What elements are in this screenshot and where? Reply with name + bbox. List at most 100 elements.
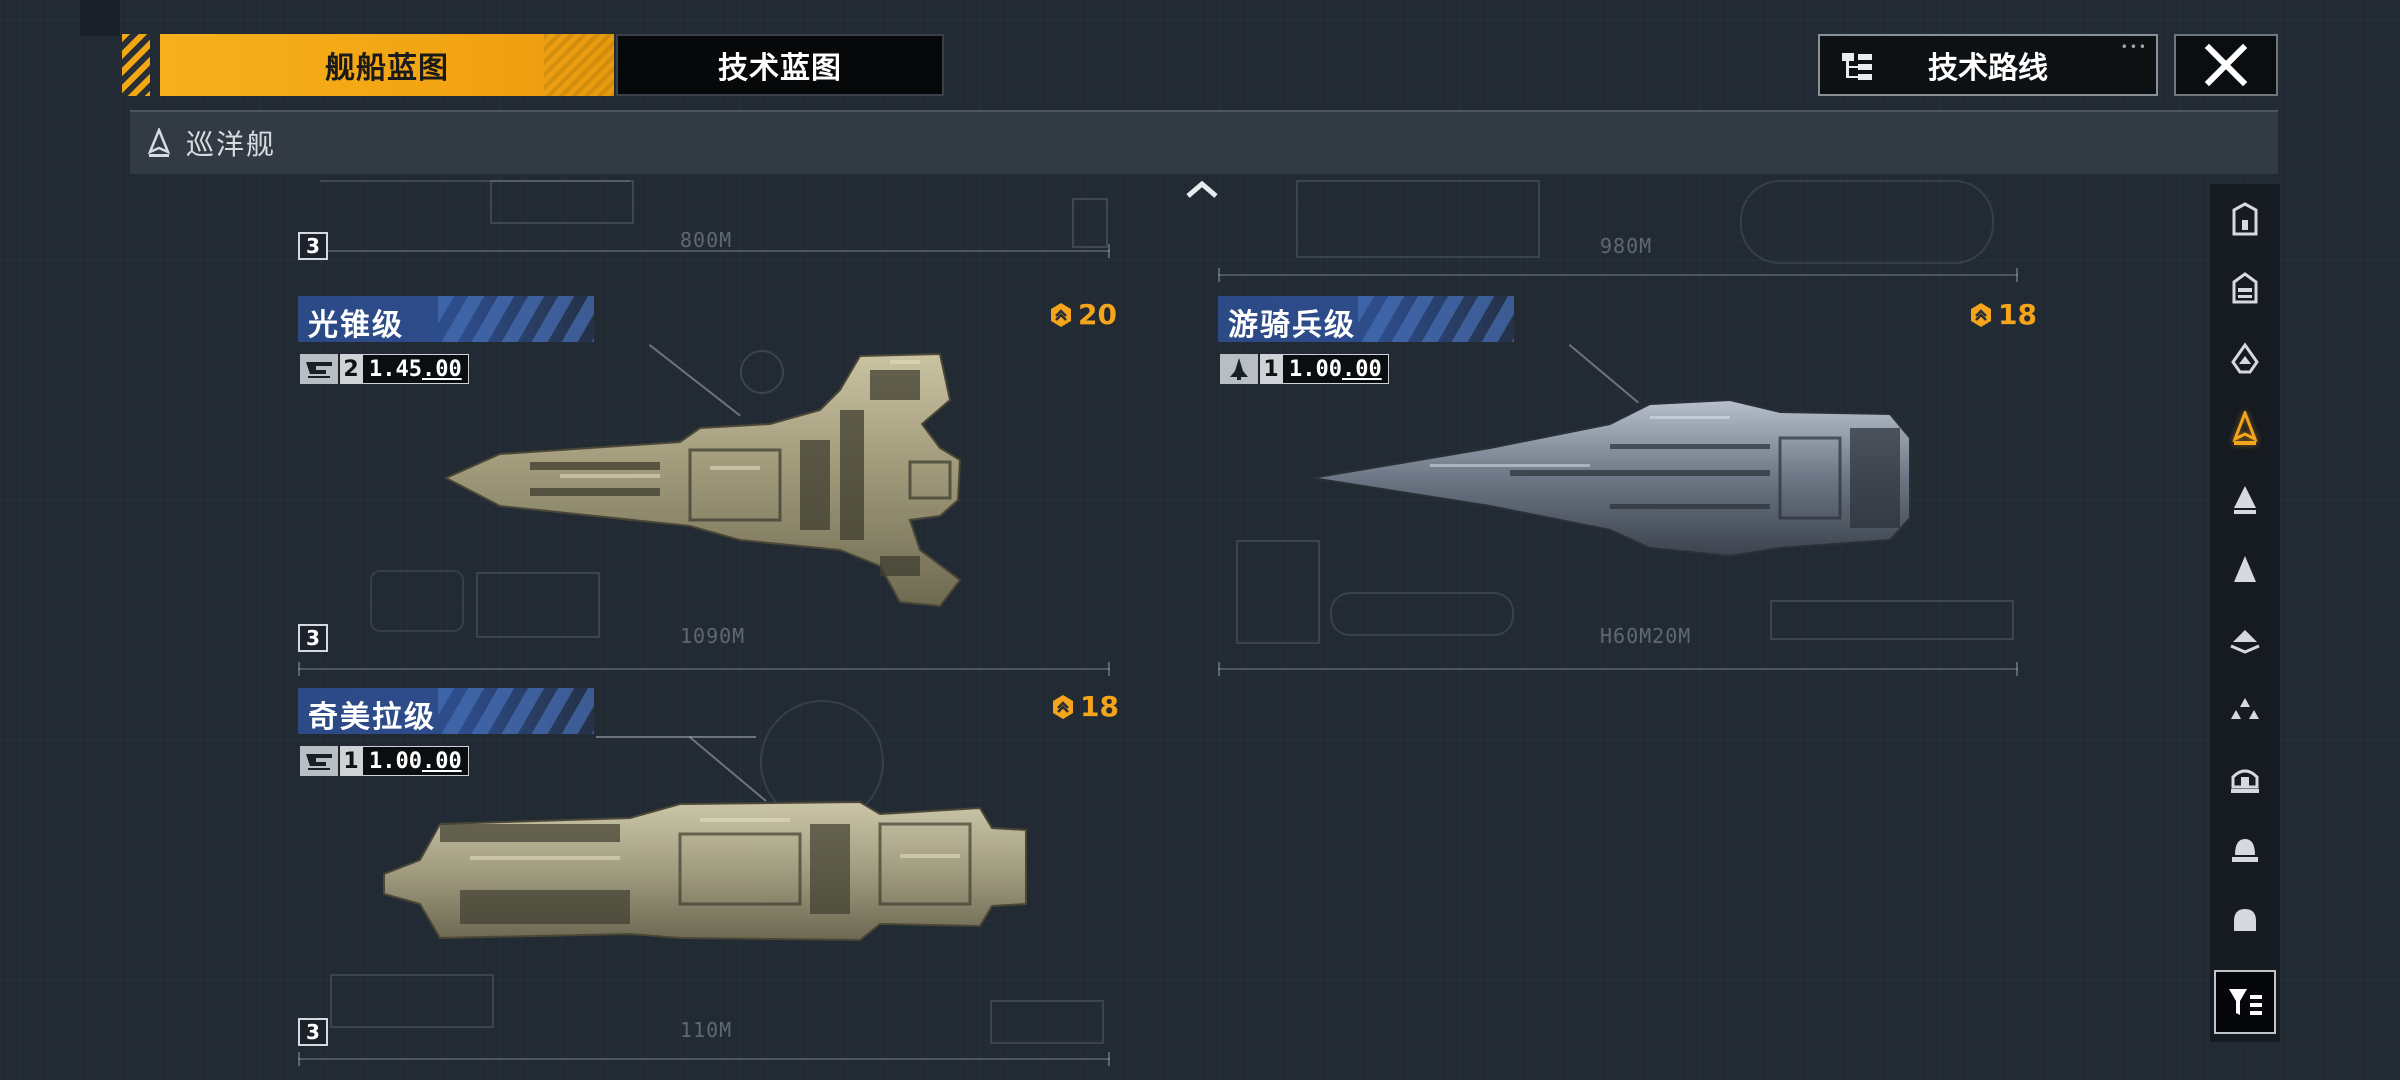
blueprint-length-label: 800M bbox=[680, 228, 733, 252]
blueprint-sketch-line bbox=[740, 350, 784, 394]
blueprint-sketch-line bbox=[490, 180, 634, 224]
blueprint-length-label: 980M bbox=[1600, 234, 1653, 258]
ship-ratio-suffix: .00 bbox=[421, 356, 462, 382]
ship-cost: 18 bbox=[1050, 690, 1119, 723]
fighter-icon bbox=[2231, 698, 2259, 719]
tech-tree-icon bbox=[1842, 53, 1872, 80]
ship-ratio-value: 1.00 bbox=[1289, 356, 1342, 382]
blueprint-sketch-line bbox=[1330, 592, 1514, 636]
cruiser-class-icon bbox=[147, 128, 171, 157]
ship-name-tag: 奇美拉级 bbox=[298, 688, 594, 734]
blueprint-sketch-line bbox=[1236, 540, 1320, 644]
top-bar: 舰船蓝图 技术蓝图 技术路线 ••• bbox=[122, 34, 2278, 96]
blueprint-length-label: 110M bbox=[680, 1018, 733, 1042]
sidebar-item-station[interactable] bbox=[2218, 822, 2272, 876]
sidebar-item-battlecruiser[interactable] bbox=[2218, 332, 2272, 386]
close-button[interactable] bbox=[2174, 34, 2278, 96]
level-badge: 3 bbox=[298, 232, 328, 260]
ship-card[interactable]: 光锥级 20 2 1.45.00 bbox=[298, 296, 1117, 416]
rocket-icon bbox=[1220, 354, 1258, 384]
blueprint-sketch-line bbox=[1740, 180, 1994, 264]
swept-wing-icon bbox=[300, 354, 338, 384]
ship-ratio: 1.45.00 bbox=[362, 354, 469, 384]
battleship-icon bbox=[2232, 272, 2258, 304]
ship-ratio-suffix: .00 bbox=[1341, 356, 1382, 382]
sidebar-item-carrier[interactable] bbox=[2218, 192, 2272, 246]
carrier-icon bbox=[2232, 202, 2258, 236]
command-point-icon bbox=[1053, 694, 1073, 719]
sidebar-item-frigate[interactable] bbox=[2218, 542, 2272, 596]
scroll-up-chevron-icon[interactable] bbox=[1182, 176, 1222, 204]
level-badge: 3 bbox=[298, 624, 328, 652]
cruiser-icon bbox=[2232, 411, 2258, 445]
sidebar-item-fighter[interactable] bbox=[2218, 682, 2272, 736]
ship-ratio-suffix: .00 bbox=[421, 748, 462, 774]
sidebar-item-cruiser[interactable] bbox=[2218, 402, 2272, 456]
close-icon bbox=[2204, 43, 2248, 87]
leader-line bbox=[596, 736, 756, 738]
ship-class-sidebar bbox=[2210, 184, 2280, 1042]
category-label: 巡洋舰 bbox=[186, 128, 277, 161]
blueprint-frame bbox=[298, 560, 1110, 676]
command-point-icon bbox=[1971, 302, 1991, 327]
level-badge: 3 bbox=[298, 1018, 328, 1046]
ship-level: 2 bbox=[338, 354, 362, 384]
tech-route-label: 技术路线 bbox=[1928, 51, 2048, 86]
ship-name: 游骑兵级 bbox=[1228, 308, 1356, 342]
sidebar-item-battleship[interactable] bbox=[2218, 262, 2272, 316]
blueprint-frame-top-right bbox=[1218, 180, 2018, 282]
blueprint-sketch-line bbox=[330, 974, 494, 1028]
ship-card[interactable]: 奇美拉级 18 1 1.00.00 bbox=[298, 688, 1119, 808]
ship-stat: 1 1.00.00 bbox=[300, 746, 469, 776]
ship-model-chimera bbox=[383, 800, 1027, 942]
ship-level: 1 bbox=[1258, 354, 1282, 384]
sidebar-item-auxiliary[interactable] bbox=[2218, 752, 2272, 806]
tab-ship-blueprint-label: 舰船蓝图 bbox=[325, 51, 449, 86]
battlecruiser-icon bbox=[2231, 342, 2259, 374]
ship-ratio-value: 1.00 bbox=[369, 748, 422, 774]
command-point-icon bbox=[1051, 302, 1071, 327]
ship-name-tag: 光锥级 bbox=[298, 296, 594, 342]
ship-cost-value: 18 bbox=[1080, 690, 1119, 723]
blueprint-frame bbox=[1218, 560, 2018, 676]
blueprint-length-label: H60M20M bbox=[1600, 624, 1692, 648]
blueprint-length-label: 1090M bbox=[680, 624, 746, 648]
sidebar-item-corvette[interactable] bbox=[2218, 612, 2272, 666]
filter-button[interactable] bbox=[2214, 970, 2276, 1034]
ship-cost-value: 20 bbox=[1078, 298, 1117, 331]
corvette-icon bbox=[2230, 630, 2260, 654]
blueprint-sketch-line bbox=[370, 570, 464, 632]
blueprint-sketch-line bbox=[320, 180, 630, 182]
blueprint-sketch-line bbox=[1296, 180, 1540, 258]
ship-ratio: 1.00.00 bbox=[362, 746, 469, 776]
blueprint-sketch-line bbox=[990, 1000, 1104, 1044]
tab-accent-stripe bbox=[122, 34, 150, 96]
ship-stat: 2 1.45.00 bbox=[300, 354, 469, 384]
ship-cost-value: 18 bbox=[1998, 298, 2037, 331]
corner-dots: ••• bbox=[2120, 40, 2148, 54]
station-icon bbox=[2232, 839, 2258, 862]
ship-cost: 18 bbox=[1968, 298, 2037, 331]
tab-tech-blueprint-label: 技术蓝图 bbox=[718, 51, 842, 86]
ship-level: 1 bbox=[338, 746, 362, 776]
ship-ratio: 1.00.00 bbox=[1282, 354, 1389, 384]
ship-name-tag: 游骑兵级 bbox=[1218, 296, 1514, 342]
tech-route-button[interactable]: 技术路线 ••• bbox=[1818, 34, 2158, 96]
ship-name: 奇美拉级 bbox=[308, 700, 436, 734]
sidebar-item-destroyer[interactable] bbox=[2218, 472, 2272, 526]
sidebar-item-dome[interactable] bbox=[2218, 892, 2272, 946]
blueprint-frame bbox=[298, 964, 1110, 1066]
blueprint-sketch-line bbox=[1770, 600, 2014, 640]
destroyer-icon bbox=[2234, 486, 2256, 514]
ship-model-light-cone bbox=[443, 352, 962, 608]
tab-ship-blueprint[interactable]: 舰船蓝图 bbox=[160, 34, 614, 96]
frigate-icon bbox=[2234, 556, 2256, 582]
tab-tech-blueprint[interactable]: 技术蓝图 bbox=[616, 34, 944, 96]
ship-cost: 20 bbox=[1048, 298, 1117, 331]
filter-list-icon bbox=[2229, 989, 2262, 1015]
dome-icon bbox=[2234, 909, 2256, 931]
ship-card[interactable]: 游骑兵级 18 1 1.00.00 bbox=[1218, 296, 2037, 416]
blueprint-sketch-line bbox=[476, 572, 600, 638]
auxiliary-icon bbox=[2231, 769, 2259, 793]
